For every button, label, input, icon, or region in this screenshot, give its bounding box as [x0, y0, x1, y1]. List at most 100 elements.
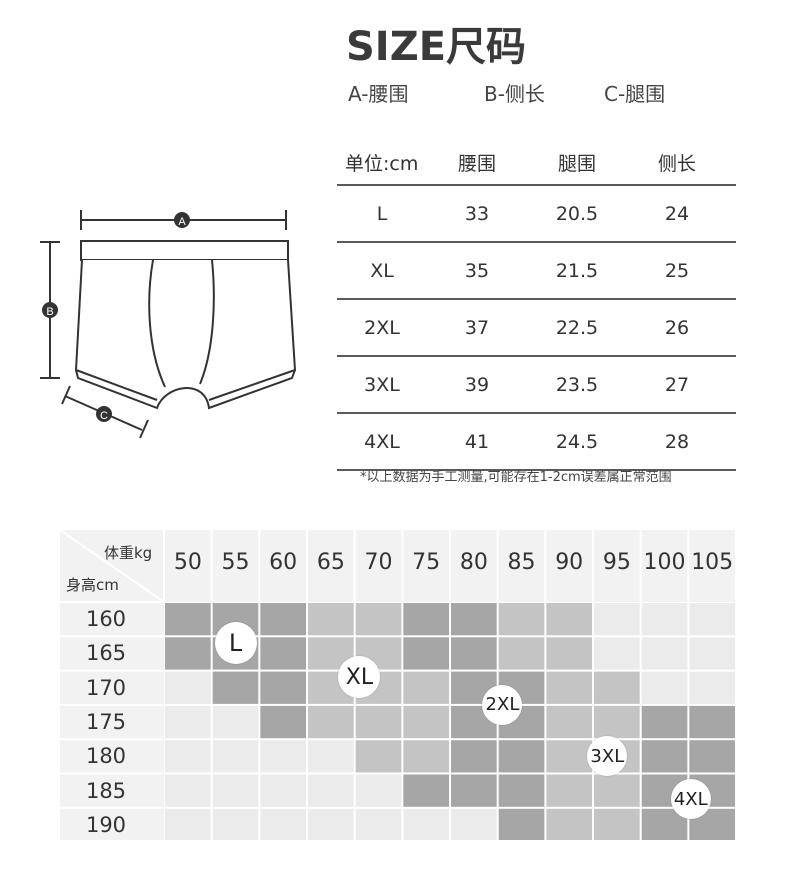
- grid-cell: [212, 671, 259, 704]
- grid-cell: [308, 705, 354, 739]
- grid-cell: [355, 705, 402, 739]
- weight-header: 体重kg: [104, 544, 153, 562]
- measure-b-label: B: [46, 306, 53, 318]
- grid-cell: [165, 603, 211, 636]
- leg-value: 21.5: [555, 259, 599, 282]
- grid-cell: [355, 774, 402, 807]
- grid-cell: [308, 740, 354, 773]
- grid-cell: [165, 637, 211, 670]
- grid-cell: [403, 603, 450, 636]
- height-label: 180: [85, 744, 127, 769]
- grid-cell: [641, 705, 688, 739]
- grid-cell: [165, 740, 211, 773]
- grid-cell: [165, 808, 211, 840]
- size-name: 3XL: [364, 373, 400, 396]
- side-value: 24: [664, 202, 690, 225]
- measure-a-label: A: [178, 216, 186, 228]
- side-value: 26: [664, 316, 690, 339]
- header-leg: 腿围: [557, 152, 596, 175]
- size-table-header-row: 单位:cm 腰围 腿围 侧长: [337, 140, 736, 186]
- weight-label: 70: [364, 550, 393, 575]
- grid-cell: [451, 808, 497, 840]
- grid-cell: [403, 637, 450, 670]
- waist-value: 39: [464, 373, 490, 396]
- grid-cell: [689, 740, 736, 773]
- weight-label: 95: [602, 550, 631, 575]
- shorts-diagram: A B C: [40, 210, 297, 439]
- grid-cell: [546, 705, 593, 739]
- table-row: 2XL 37 22.5 26: [337, 300, 736, 357]
- grid-cell: [260, 774, 307, 807]
- grid-cell: [546, 637, 593, 670]
- table-row: XL 35 21.5 25: [337, 243, 736, 300]
- grid-cell: [641, 637, 688, 670]
- legend-leg-circumference: C-腿围: [604, 82, 666, 106]
- grid-cell: [212, 705, 259, 739]
- table-row: 3XL 39 23.5 27: [337, 357, 736, 414]
- grid-cell: [546, 671, 593, 704]
- grid-cells: [60, 530, 736, 840]
- grid-cell: [165, 774, 211, 807]
- grid-cell: [594, 637, 640, 670]
- weight-label: 90: [555, 550, 584, 575]
- weight-label: 100: [643, 550, 686, 575]
- grid-cell: [212, 740, 259, 773]
- measurement-note: *以上数据为手工测量,可能存在1-2cm误差属正常范围: [360, 470, 672, 485]
- weight-label: 105: [691, 550, 734, 575]
- grid-cell: [260, 671, 307, 704]
- size-badge: XL: [338, 656, 381, 699]
- waist-value: 41: [464, 430, 490, 453]
- grid-cell: [355, 808, 402, 840]
- grid-rowheader-bg: [60, 530, 164, 840]
- leg-value: 22.5: [555, 316, 599, 339]
- corner-diagonal: [60, 530, 165, 603]
- grid-cell: [308, 774, 354, 807]
- grid-cell: [165, 705, 211, 739]
- grid-cell: [451, 637, 497, 670]
- grid-cell: [641, 740, 688, 773]
- grid-cell: [594, 705, 640, 739]
- grid-cell: [212, 808, 259, 840]
- size-name: XL: [370, 259, 394, 282]
- height-label: 170: [85, 675, 127, 700]
- grid-cell: [594, 808, 640, 840]
- weight-label: 75: [412, 550, 441, 575]
- grid-cell: [260, 808, 307, 840]
- grid-cell: [355, 603, 402, 636]
- grid-cell: [594, 774, 640, 807]
- size-name: 2XL: [364, 316, 400, 339]
- side-value: 27: [664, 373, 690, 396]
- grid-cell: [451, 774, 497, 807]
- grid-cell: [308, 603, 354, 636]
- height-label: 185: [85, 778, 127, 803]
- waist-value: 33: [464, 202, 490, 225]
- waist-value: 35: [464, 259, 490, 282]
- grid-cell: [403, 740, 450, 773]
- grid-cell: [165, 671, 211, 704]
- size-badge: L: [214, 622, 257, 665]
- leg-value: 20.5: [555, 202, 599, 225]
- grid-cell: [546, 603, 593, 636]
- grid-cell: [308, 808, 354, 840]
- grid-cell: [689, 671, 736, 704]
- grid-cell: [355, 740, 402, 773]
- side-value: 25: [664, 259, 690, 282]
- grid-cell: [498, 603, 545, 636]
- grid-cell: [641, 603, 688, 636]
- grid-cell: [594, 671, 640, 704]
- grid-cell: [689, 637, 736, 670]
- waist-value: 37: [464, 316, 490, 339]
- size-badge: 2XL: [482, 684, 523, 725]
- grid-cell: [546, 774, 593, 807]
- weight-label: 80: [459, 550, 488, 575]
- weight-label: 65: [316, 550, 345, 575]
- page-title: SIZE尺码: [346, 24, 527, 70]
- grid-cell: [498, 774, 545, 807]
- leg-value: 24.5: [555, 430, 599, 453]
- height-label: 165: [85, 641, 127, 666]
- weight-label: 55: [221, 550, 250, 575]
- grid-cell: [498, 740, 545, 773]
- grid-cell: [403, 774, 450, 807]
- grid-cell: [451, 740, 497, 773]
